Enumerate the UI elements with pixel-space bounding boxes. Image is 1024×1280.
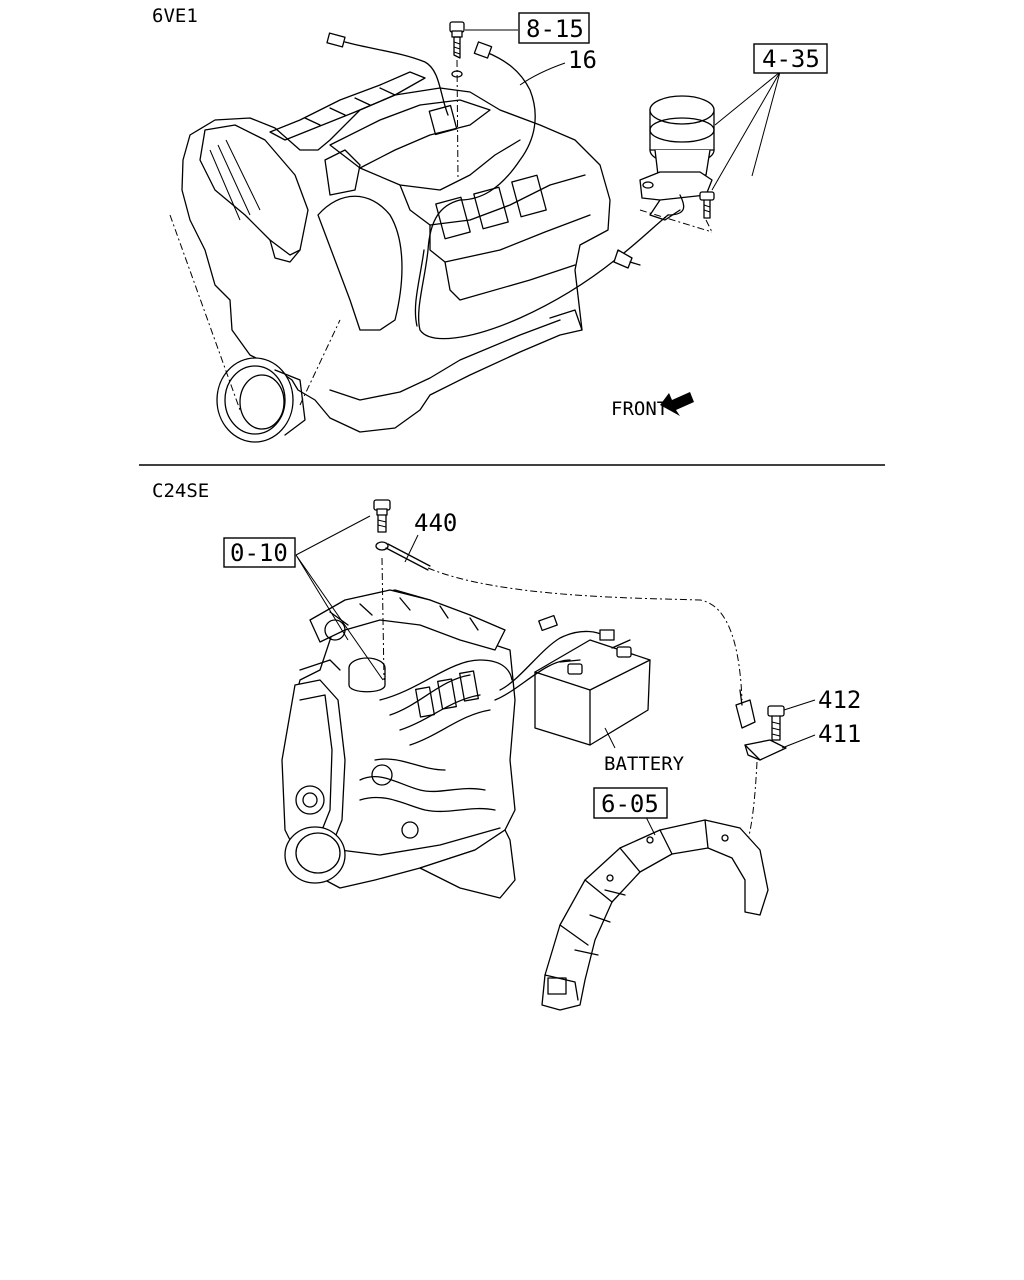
section-c24se: C24SE [152,480,861,1011]
ground-terminal [735,689,756,729]
battery-label: BATTERY [604,753,685,775]
svg-text:0-10: 0-10 [230,539,288,567]
leader-16 [519,62,566,86]
battery-cable [494,614,615,701]
c24se-engine-illustration [281,589,516,899]
front-label: FRONT [611,398,668,420]
bolt-0-10 [373,499,391,681]
leader-battery [604,727,616,749]
leader-0-10 [295,515,384,681]
section-label-c24se: C24SE [152,480,209,502]
section-label-6ve1: 6VE1 [152,5,198,27]
leader-440 [404,534,419,563]
callout-411: 411 [818,720,861,748]
callout-16: 16 [568,46,597,74]
bolts-4-35 [639,191,715,233]
wiring-harness-16 [326,32,669,340]
canister-assembly-4-35 [639,95,715,221]
callout-412: 412 [818,686,861,714]
leader-412 [783,699,816,711]
callout-0-10: 0-10 [223,537,296,568]
wheel-housing-6-05 [541,819,769,1011]
connector [326,32,346,48]
v6-engine-illustration [169,71,611,443]
ground-cable-440 [375,541,743,701]
svg-text:8-15: 8-15 [526,15,584,43]
callout-440: 440 [414,509,457,537]
callout-4-35: 4-35 [753,43,828,74]
svg-text:6-05: 6-05 [601,790,659,818]
callout-8-15: 8-15 [518,12,590,44]
section-6ve1: 6VE1 [152,5,828,443]
battery-illustration [534,639,651,746]
leader-411 [781,734,816,749]
bolt-412 [767,705,785,741]
bolt-8-15 [449,21,465,181]
leader-4-35 [711,71,781,191]
callout-6-05: 6-05 [593,787,668,819]
svg-text:4-35: 4-35 [762,45,820,73]
connector [473,41,493,59]
bracket-411 [744,739,787,851]
front-arrow-icon [660,392,694,416]
